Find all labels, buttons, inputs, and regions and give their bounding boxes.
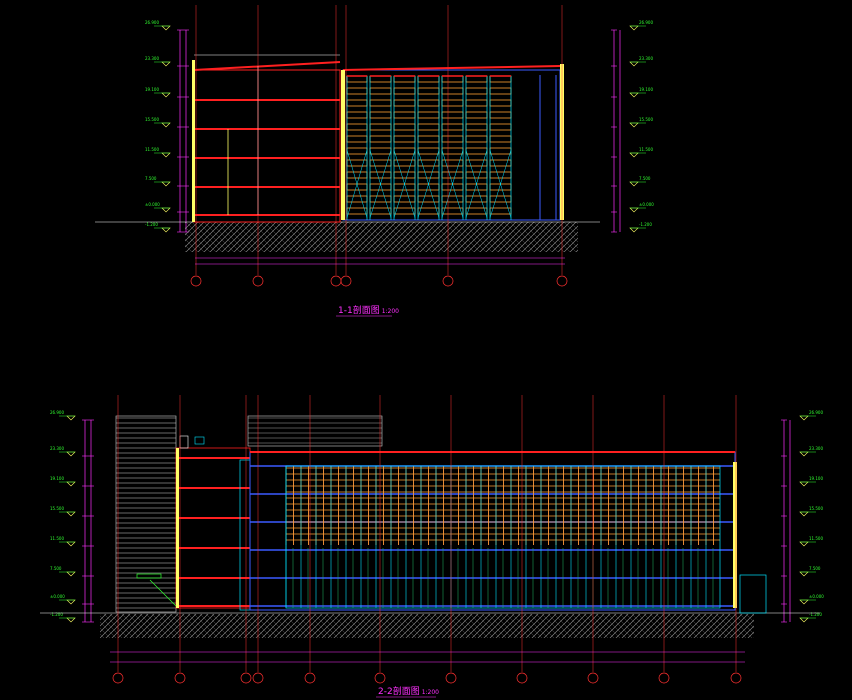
elevation-label: 7.500: [145, 176, 157, 181]
elevation-label: ±0.000: [145, 202, 160, 207]
elevation-label: 11.500: [639, 147, 653, 152]
elevation-label: 7.500: [639, 176, 651, 181]
section1-dimension-chain: [195, 257, 565, 265]
section2-dimension-chain: [110, 651, 745, 663]
grid-axis-bubble: [516, 672, 528, 684]
elevation-label: 15.500: [50, 506, 64, 511]
elevation-label: 19.100: [809, 476, 823, 481]
elevation-label: 11.500: [809, 536, 823, 541]
roof-vent: [194, 436, 205, 445]
grid-axis-bubble: [556, 275, 568, 287]
grid-axis-bubble: [252, 672, 264, 684]
grid-axis-bubble: [442, 275, 454, 287]
bracing: [369, 149, 392, 219]
grid-axis-bubble: [374, 672, 386, 684]
elevation-label: 23.300: [639, 56, 653, 61]
elevation-label: 26.900: [809, 410, 823, 415]
section1-left-block: [192, 54, 341, 223]
elevation-label: 26.900: [50, 410, 64, 415]
elevation-label: 15.500: [639, 117, 653, 122]
elevation-label: 19.100: [145, 87, 159, 92]
grid-axis-bubble: [174, 672, 186, 684]
elevation-label: 15.500: [145, 117, 159, 122]
elevation-label: 26.900: [639, 20, 653, 25]
ramp: [136, 573, 162, 579]
elevation-label: 11.500: [50, 536, 64, 541]
elevation-label: ±0.000: [50, 594, 65, 599]
grid-axis-bubble: [190, 275, 202, 287]
roof-parapet: [247, 415, 383, 447]
section1-ground-hatch: [185, 222, 578, 252]
elevation-label: 26.900: [145, 20, 159, 25]
grid-axis-bubble: [240, 672, 252, 684]
bracing: [441, 149, 464, 219]
section2-grid-axes: [112, 395, 742, 684]
elevation-label: 23.300: [809, 446, 823, 451]
section-1-1: 26.900 23.300 19.100 15.500 11.500 7.500 ±0.00…: [95, 5, 654, 317]
curtain-wall-outline: [285, 465, 721, 609]
bracing: [346, 149, 368, 219]
section1-atrium-curtain-wall: [341, 64, 564, 221]
grid-axis-bubble: [304, 672, 316, 684]
elevation-label: 15.500: [809, 506, 823, 511]
right-wall: [733, 462, 737, 608]
elevation-label: 23.300: [145, 56, 159, 61]
section2-main-curtain-wall: [249, 451, 767, 614]
grid-axis-bubble: [112, 672, 124, 684]
bracing: [393, 149, 416, 219]
grid-axis-bubble: [445, 672, 457, 684]
bracing: [417, 149, 440, 219]
section-2-2: 26.900 23.300 19.100 15.500 11.500 7.500 ±0.00…: [40, 395, 824, 698]
elevation-label: -1.200: [50, 612, 63, 617]
elevation-label: 7.500: [809, 566, 821, 571]
elevation-label: 7.500: [50, 566, 62, 571]
elevation-label: -1.200: [639, 222, 652, 227]
section2-right-level-scale: 26.900 23.300 19.100 15.500 11.500 7.500 ±0.00…: [781, 410, 824, 623]
section2-left-level-scale: 26.900 23.300 19.100 15.500 11.500 7.500 ±0.00…: [50, 410, 94, 623]
section1-left-level-scale: 26.900 23.300 19.100 15.500 11.500 7.500 ±0.00…: [145, 20, 189, 233]
left-block-wall: [176, 448, 179, 608]
elevation-label: 19.100: [50, 476, 64, 481]
elevation-label: 19.100: [639, 87, 653, 92]
atrium-roof: [342, 65, 561, 71]
grid-axis-bubble: [658, 672, 670, 684]
elevation-label: ±0.000: [639, 202, 654, 207]
section2-left-block: [115, 415, 383, 613]
grid-axis-bubble: [730, 672, 742, 684]
bracing: [465, 149, 488, 219]
entrance-canopy: [739, 574, 767, 614]
elevation-label: 11.500: [145, 147, 159, 152]
elevation-label: 23.300: [50, 446, 64, 451]
bracing: [489, 149, 512, 219]
ramp-slope: [149, 579, 177, 607]
elevation-label: -1.200: [809, 612, 822, 617]
elevation-label: ±0.000: [809, 594, 824, 599]
section1-grid-axes: [190, 5, 568, 287]
grid-axis-bubble: [587, 672, 599, 684]
section1-right-level-scale: 26.900 23.300 19.100 15.500 11.500 7.500 ±0.00…: [611, 20, 654, 233]
section2-ground-hatch: [100, 614, 754, 638]
grid-axis-bubble: [340, 275, 352, 287]
grid-axis-bubble: [252, 275, 264, 287]
atrium-left-wall: [341, 70, 345, 220]
elevation-label: -1.200: [145, 222, 158, 227]
